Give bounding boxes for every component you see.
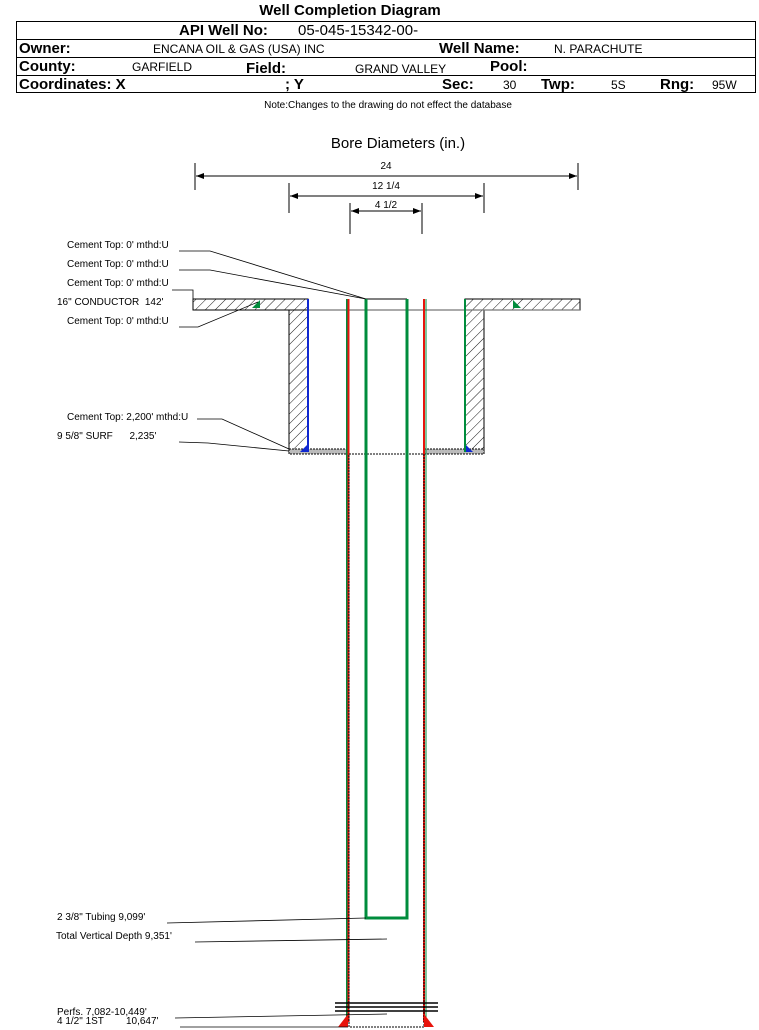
database-note: Note:Changes to the drawing do not effec… xyxy=(264,100,512,111)
owner-value: ENCANA OIL & GAS (USA) INC xyxy=(153,42,325,56)
coordinates-label: Coordinates: X xyxy=(19,76,126,93)
page-title: Well Completion Diagram xyxy=(259,2,441,19)
owner-label: Owner: xyxy=(19,40,71,57)
leader-lines xyxy=(166,250,388,1028)
cement-top-label: Cement Top: 0' mthd:U xyxy=(67,259,169,270)
field-value: GRAND VALLEY xyxy=(355,62,447,76)
api-value: 05-045-15342-00- xyxy=(298,22,419,39)
sec-value: 30 xyxy=(503,78,517,92)
cement-top-label: Cement Top: 0' mthd:U xyxy=(67,278,169,289)
api-row: API Well No: 05-045-15342-00- xyxy=(17,22,755,40)
surface-casing-label: 9 5/8" SURF 2,235' xyxy=(57,431,156,442)
rng-label: Rng: xyxy=(660,76,695,93)
county-row: County: GARFIELD Field: GRAND VALLEY Poo… xyxy=(17,58,755,77)
well-name-label: Well Name: xyxy=(439,40,520,57)
well-header-table: API Well No: 05-045-15342-00- Owner: ENC… xyxy=(16,21,756,93)
well-name-value: N. PARACHUTE xyxy=(554,42,643,56)
conductor-casing xyxy=(192,298,581,455)
sec-label: Sec: xyxy=(442,76,474,93)
production-casing-label: 4 1/2" 1ST 10,647' xyxy=(57,1016,159,1027)
county-value: GARFIELD xyxy=(132,60,193,74)
rng-value: 95W xyxy=(712,78,737,92)
api-label: API Well No: xyxy=(179,22,268,39)
twp-label: Twp: xyxy=(541,76,575,93)
cement-top-label: Cement Top: 2,200' mthd:U xyxy=(67,412,188,423)
total-depth-label: Total Vertical Depth 9,351' xyxy=(56,931,172,942)
conductor-label: 16" CONDUCTOR 142' xyxy=(57,297,164,308)
twp-value: 5S xyxy=(611,78,626,92)
field-label: Field: xyxy=(246,60,286,77)
dimension-lines xyxy=(194,163,579,234)
cement-top-label: Cement Top: 0' mthd:U xyxy=(67,316,169,327)
pool-label: Pool: xyxy=(490,58,528,75)
tubing xyxy=(364,298,409,920)
dimension-4-1-2: 4 1/2 xyxy=(375,200,398,211)
dimension-12-1-4: 12 1/4 xyxy=(372,181,400,192)
perfs-label: Perfs. 7,082-10,449' xyxy=(57,1007,147,1018)
dimension-24: 24 xyxy=(380,161,392,172)
annotation-labels: Cement Top: 0' mthd:U Cement Top: 0' mth… xyxy=(56,240,188,1027)
production-casing xyxy=(338,299,434,1028)
county-label: County: xyxy=(19,58,76,75)
tubing-label: 2 3/8" Tubing 9,099' xyxy=(57,912,145,923)
cement-top-label: Cement Top: 0' mthd:U xyxy=(67,240,169,251)
bore-diameters-title: Bore Diameters (in.) xyxy=(331,135,465,152)
perforations xyxy=(335,1002,438,1012)
owner-row: Owner: ENCANA OIL & GAS (USA) INC Well N… xyxy=(17,40,755,58)
coordinate-y-label: ; Y xyxy=(285,76,304,93)
coordinates-row: Coordinates: X ; Y Sec: 30 Twp: 5S Rng: … xyxy=(17,76,755,94)
